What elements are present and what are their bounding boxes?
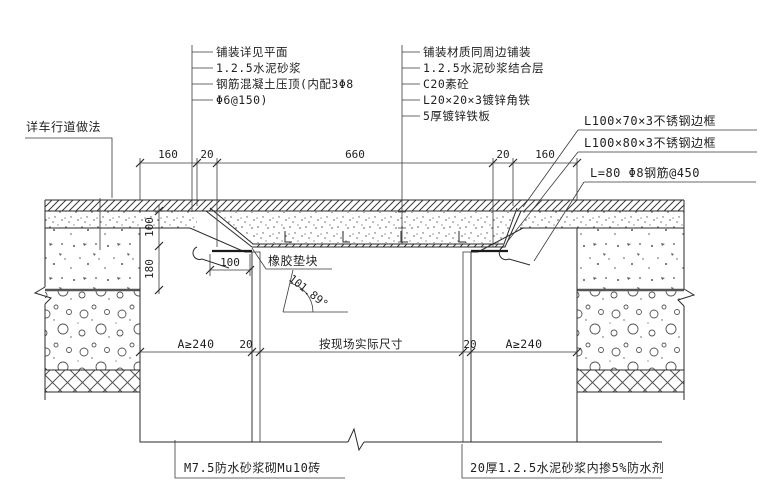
dim-top-extensions	[139, 158, 578, 247]
gravel-base-right	[577, 290, 684, 370]
dim-seat-100: 100	[220, 256, 240, 269]
bottom-left-leader	[174, 440, 345, 479]
center-callouts: 橡胶垫块 101.89°	[251, 247, 348, 313]
rubber-pad-text: 橡胶垫块	[268, 253, 318, 268]
steel-plate-top-line	[209, 207, 518, 245]
dim-middle-20-left: 20	[239, 338, 252, 351]
dim-top-20-right: 20	[496, 148, 509, 161]
right-annotation-stack: 铺装材质同周边铺装 1.2.5水泥砂浆结合层 C20素砼 L20×20×3镀锌角…	[398, 45, 544, 244]
rubber-pad-leader	[251, 247, 332, 270]
break-symbol-left	[33, 286, 52, 305]
break-symbol-bottom	[347, 427, 365, 452]
bottom-right-text: 20厚1.2.5水泥砂浆内掺5%防水剂	[470, 460, 665, 475]
side-label-frame-80-leader	[506, 151, 757, 243]
steel-plate-bottom-line	[205, 210, 522, 248]
bottom-right-leader	[461, 444, 662, 479]
dim-middle: A≥240 20 按现场实际尺寸 20 A≥240	[135, 337, 582, 357]
left-stack-note-1: 1.2.5水泥砂浆	[216, 61, 301, 75]
dim-middle-a240-right: A≥240	[505, 337, 542, 351]
dim-middle-ticks	[135, 347, 582, 357]
left-note: 详车行道做法	[25, 119, 113, 250]
paving-lines	[45, 199, 684, 212]
left-stack-note-2: 钢筋混凝土压顶(内配3Φ8	[216, 77, 354, 91]
cover-tray	[192, 207, 531, 269]
bottom-labels: M7.5防水砂浆砌Mu10砖 20厚1.2.5水泥砂浆内掺5%防水剂	[174, 440, 665, 479]
dim-top-ticks	[135, 158, 582, 168]
dim-vertical-180: 180	[143, 259, 156, 279]
steel-plate-hatch	[252, 244, 505, 247]
mortar-strip-left	[251, 251, 261, 443]
side-label-frame-80: L100×80×3不锈钢边框	[584, 136, 716, 150]
left-stack-ticks	[192, 51, 213, 101]
right-stack-note-0: 铺装材质同周边铺装	[423, 45, 531, 59]
dim-top-160-left: 160	[158, 148, 178, 161]
dim-vertical-100: 100	[143, 217, 156, 237]
section-outlines	[33, 199, 696, 452]
angle-stiffeners	[284, 231, 466, 243]
left-stack-note-3: Φ6@150)	[216, 93, 268, 107]
left-note-text: 详车行道做法	[26, 119, 101, 134]
dim-top-160-right: 160	[535, 148, 555, 161]
gravel-base-left	[45, 290, 140, 370]
left-stack-note-0: 铺装详见平面	[216, 45, 288, 59]
tray-mortar-fill	[213, 212, 516, 243]
side-label-rebar-leader	[533, 181, 756, 262]
paving-layer	[45, 200, 684, 211]
left-annotation-stack: 铺装详见平面 1.2.5水泥砂浆 钢筋混凝土压顶(内配3Φ8 Φ6@150)	[191, 45, 354, 212]
concrete-slab-left	[45, 228, 140, 290]
side-label-rebar: L=80 Φ8钢筋@450	[590, 165, 700, 180]
side-labels: L100×70×3不锈钢边框 L100×80×3不锈钢边框 L=80 Φ8钢筋@…	[506, 114, 757, 262]
rebar-anchor-left	[192, 246, 230, 269]
dim-middle-20-right: 20	[463, 338, 476, 351]
right-stack-note-1: 1.2.5水泥砂浆结合层	[423, 61, 544, 75]
right-stack-ticks	[402, 51, 420, 117]
right-stack-note-4: 5厚镀锌铁板	[423, 109, 490, 123]
dim-middle-site-size: 按现场实际尺寸	[319, 337, 403, 351]
mortar-band-left	[45, 211, 197, 228]
side-label-frame-70-leader	[522, 129, 757, 208]
bottom-left-text: M7.5防水砂浆砌Mu10砖	[184, 460, 321, 475]
soil-band-left	[45, 370, 140, 392]
brick-wall-right	[470, 227, 578, 443]
right-stack-layer-marks	[398, 211, 406, 243]
right-stack-note-3: L20×20×3镀锌角铁	[423, 93, 530, 107]
dim-top: 160 20 660 20 160	[135, 148, 582, 247]
dim-top-660: 660	[345, 148, 365, 161]
dim-middle-a240-left: A≥240	[177, 337, 214, 351]
dim-top-20-left: 20	[200, 148, 213, 161]
dim-vertical-ticks	[154, 206, 164, 295]
section-layers	[45, 200, 684, 392]
break-symbol-right	[677, 288, 696, 307]
concrete-slab-right	[577, 228, 684, 290]
left-note-leader	[25, 137, 113, 198]
rebar-anchor-right	[498, 246, 531, 266]
dim-seat-lines	[209, 254, 251, 276]
mortar-band-right	[520, 211, 684, 228]
side-label-frame-70: L100×70×3不锈钢边框	[584, 114, 716, 128]
angle-arc	[289, 282, 314, 313]
dim-seat: 100	[205, 254, 255, 276]
angle-legs	[282, 269, 348, 313]
right-stack-note-2: C20素砼	[423, 77, 469, 91]
soil-band-right	[577, 370, 684, 392]
wall-outer-faces	[139, 228, 578, 442]
angle-value: 101.89°	[286, 272, 331, 311]
dim-seat-ticks	[205, 265, 255, 275]
dim-vertical: 100 180	[143, 205, 164, 295]
